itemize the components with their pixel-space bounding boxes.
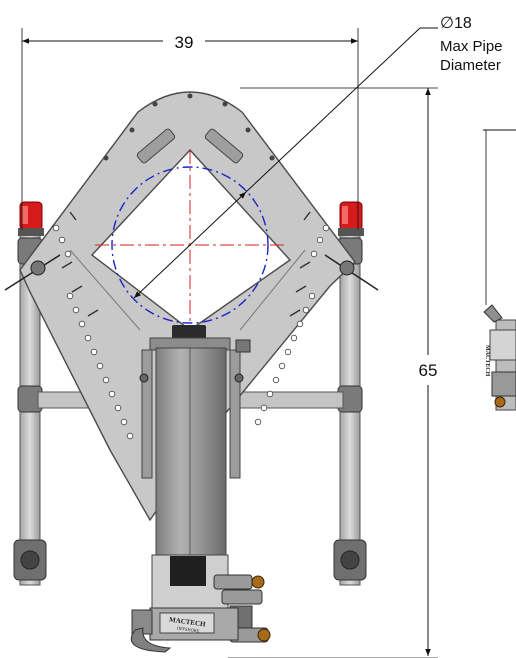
height-label: 65 (419, 361, 438, 380)
center-column (139, 325, 251, 559)
vee-frame (19, 91, 356, 522)
left-beacon (18, 201, 44, 236)
drive-plate: MACTECH OFFSHORE (130, 607, 239, 653)
diameter-dimension (133, 27, 438, 299)
diameter-caption-line1: Max Pipe (440, 38, 503, 55)
diameter-label: ∅18 (440, 15, 472, 32)
width-dimension (21, 28, 359, 230)
side-plate-text: MACTECH (484, 345, 490, 377)
pipe-circle (111, 166, 269, 324)
diameter-caption-line2: Diameter (440, 57, 501, 74)
height-dimension (228, 87, 438, 658)
plate-text-sub: OFFSHORE (176, 625, 200, 633)
side-view: MACTECH (483, 129, 516, 411)
width-label: 39 (175, 33, 194, 52)
right-beacon (338, 201, 364, 236)
